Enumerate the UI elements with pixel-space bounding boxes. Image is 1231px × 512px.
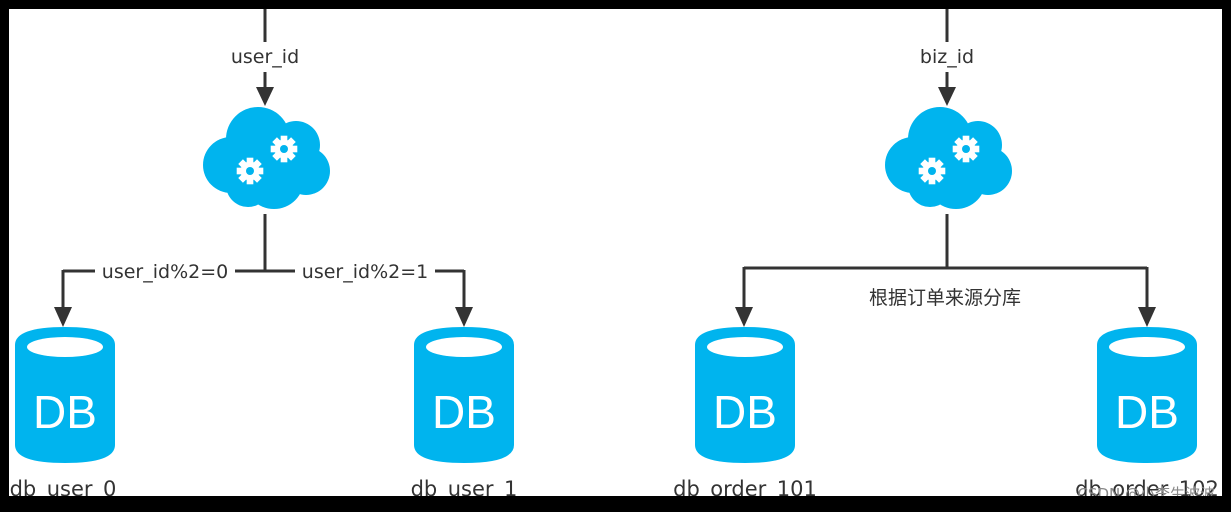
db-order-101-database-icon: DB bbox=[695, 327, 795, 463]
db-order-101-icon-text: DB bbox=[713, 386, 777, 438]
right-branch-lines bbox=[735, 214, 1156, 327]
right-input-label: biz_id bbox=[920, 46, 974, 68]
left-branch-right-label: user_id%2=1 bbox=[302, 261, 428, 283]
db-user-0-name: db_user_0 bbox=[10, 477, 117, 496]
db-user-1-name: db_user_1 bbox=[411, 477, 518, 496]
right-input-line bbox=[938, 9, 956, 106]
sharding-diagram: user_id user_id%2=0 user_id%2=1 DB db_us… bbox=[10, 9, 1219, 496]
db-order-102-database-icon: DB bbox=[1097, 327, 1197, 463]
db-user-0-database-icon: DB bbox=[15, 327, 115, 463]
right-branch-label: 根据订单来源分库 bbox=[869, 287, 1021, 309]
left-cloud-gear-icon bbox=[203, 107, 330, 209]
db-order-101-name: db_order_101 bbox=[673, 477, 817, 496]
left-branch-left-label: user_id%2=0 bbox=[102, 261, 228, 283]
right-cloud-gear-icon bbox=[885, 107, 1012, 209]
left-input-label: user_id bbox=[231, 46, 299, 68]
diagram-canvas: user_id user_id%2=0 user_id%2=1 DB db_us… bbox=[9, 9, 1222, 496]
db-order-102-icon-text: DB bbox=[1115, 386, 1179, 438]
db-user-1-icon-text: DB bbox=[432, 386, 496, 438]
left-input-line bbox=[256, 9, 274, 106]
db-order-102-name: db_order_102 bbox=[1075, 477, 1219, 496]
db-user-0-icon-text: DB bbox=[33, 386, 97, 438]
db-user-1-database-icon: DB bbox=[414, 327, 514, 463]
watermark: CSDN @小李生波波 bbox=[1077, 485, 1215, 496]
left-branch-lines bbox=[54, 214, 473, 327]
